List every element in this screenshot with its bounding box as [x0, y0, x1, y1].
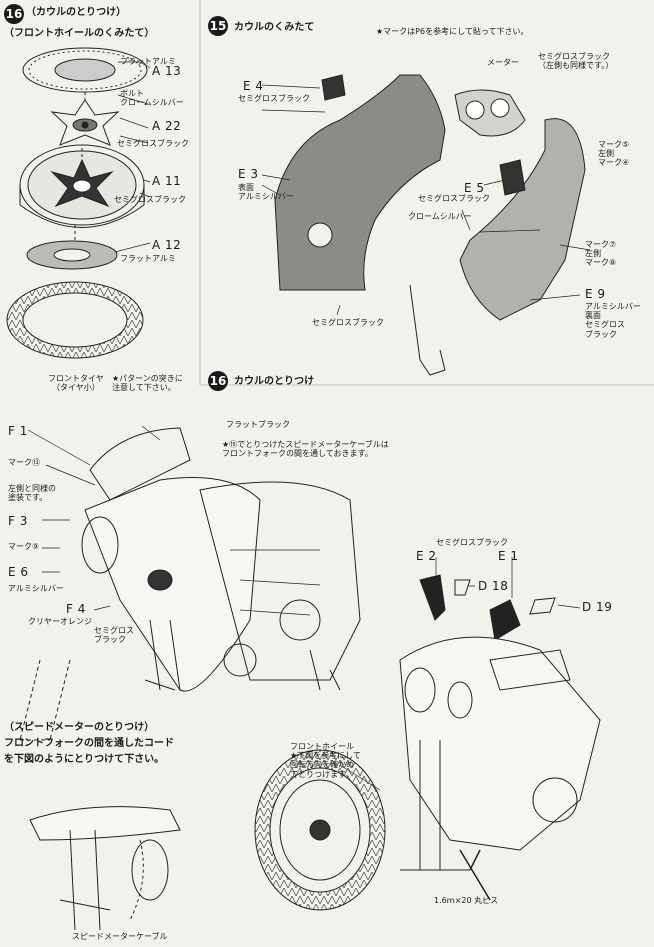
speedometer-caption: スピードメーターケーブル	[72, 932, 168, 941]
part-a12: A 12	[152, 238, 182, 252]
engine-frame	[199, 481, 361, 691]
mirror-e1-d19	[489, 597, 556, 641]
label-flat-aluminum: フラットアルミ	[120, 57, 176, 66]
part-e1: E 1	[498, 549, 519, 563]
front-cowl-large	[81, 477, 261, 692]
label-semigloss-black-2: セミグロスブラック	[114, 195, 186, 204]
meter-assembly	[454, 89, 526, 137]
label-mark-9: マーク⑨	[8, 542, 40, 551]
step-16-title: （カウルのとりつけ）	[26, 7, 127, 18]
label-flat-black: フラットブラック	[226, 420, 290, 429]
label-e5-color: セミグロスブラック	[418, 194, 490, 203]
disc-a12	[26, 240, 118, 270]
step-16-subtitle: （フロントホイールのくみたて）	[4, 28, 155, 39]
label-chrome-silver: クロームシルバー	[408, 212, 472, 221]
label-semigloss-black-bottom: セミグロスブラック	[312, 318, 384, 327]
label-same-left: 左側と同様の 塗装です。	[8, 484, 56, 503]
label-pattern-note: ★パターンの突きに 注意して下さい。	[112, 374, 183, 393]
label-semigloss-black-both: セミグロスブラック （左側も同様です。）	[538, 52, 614, 71]
step-16-cowl-badge: 16	[208, 371, 228, 391]
mirror-e2-d18	[419, 574, 471, 621]
label-mark-5: マーク⑤ 左側 マーク④	[598, 140, 630, 168]
part-e6: E 6	[8, 565, 29, 579]
motorcycle-front-right	[399, 636, 601, 851]
label-cable-note: ★⑮でとりつけたスピードメーターケーブルは フロントフォークの間を通しておきます…	[222, 440, 389, 459]
wheel-rim-a11	[19, 144, 145, 228]
speedometer-title: （スピードメーターのとりつけ）	[4, 722, 155, 733]
front-fork-small	[144, 619, 181, 691]
mirror-parts	[321, 74, 526, 196]
part-a11: A 11	[152, 174, 182, 188]
fork-tubes	[400, 740, 470, 871]
part-f3: F 3	[8, 514, 28, 528]
part-e5: E 5	[464, 181, 485, 195]
label-semigloss-black: セミグロス ブラック	[94, 626, 134, 645]
label-mark-7: マーク⑦ 左側 マーク⑧	[585, 240, 617, 268]
part-a13: A 13	[152, 64, 182, 78]
step-15-note: ★マークはP6を参考にして貼って下さい。	[376, 27, 529, 36]
assembly-guide-lines	[74, 92, 86, 240]
part-e9: E 9	[585, 287, 606, 301]
brake-disc-a13	[22, 47, 148, 93]
part-a22: A 22	[152, 119, 182, 133]
part-e2: E 2	[416, 549, 437, 563]
label-semigloss-black-1: セミグロスブラック	[117, 139, 189, 148]
step-16-cowl-title: カウルのとりつけ	[234, 376, 315, 387]
part-d19: D 19	[582, 600, 613, 614]
label-e9-color: アルミシルバー 裏面 セミグロス ブラック	[585, 302, 641, 339]
step-16-badge: 16	[4, 4, 24, 24]
speedometer-text-1: フロントフォークの間を通したコード	[4, 738, 174, 749]
label-aluminum-silver: アルミシルバー	[8, 584, 64, 593]
front-wheel-right	[254, 749, 386, 911]
side-cowl-e9	[459, 118, 586, 321]
windscreen-f1	[89, 427, 191, 501]
part-d18: D 18	[478, 579, 509, 593]
label-clear-orange: クリヤーオレンジ	[28, 617, 92, 626]
hub-a22	[50, 99, 120, 146]
part-e4: E 4	[243, 79, 264, 93]
part-f1: F 1	[8, 424, 28, 438]
label-e4-color: セミグロスブラック	[238, 94, 310, 103]
label-flat-aluminum-2: フラットアルミ	[120, 254, 176, 263]
label-e3-color: 表面 アルミシルバー	[238, 183, 294, 202]
step-15-badge: 15	[208, 16, 228, 36]
label-mark-13: マーク⑬	[8, 458, 40, 467]
speedometer-detail	[29, 806, 181, 931]
label-front-tire: フロントタイヤ （タイヤ小）	[48, 374, 104, 393]
speedometer-text-2: を下図のようにとりつけて下さい。	[4, 754, 165, 765]
label-meter: メーター	[487, 58, 519, 67]
step-15-title: カウルのくみたて	[234, 22, 315, 33]
assembly-arrow	[19, 659, 71, 741]
part-f4: F 4	[66, 602, 86, 616]
part-e3: E 3	[238, 167, 259, 181]
label-bolt-chrome: ボルト クロームシルバー	[120, 89, 184, 108]
label-semigloss-black-mirror: セミグロスブラック	[436, 538, 508, 547]
label-screw: 1.6ｍ×20 丸ビス	[434, 896, 499, 905]
label-front-wheel-note: フロントホイール ★下図を参考にして 回転方向を確かめ てとりつけます。	[290, 742, 361, 779]
upper-cowl-e3	[274, 74, 446, 376]
front-tire	[6, 281, 144, 359]
